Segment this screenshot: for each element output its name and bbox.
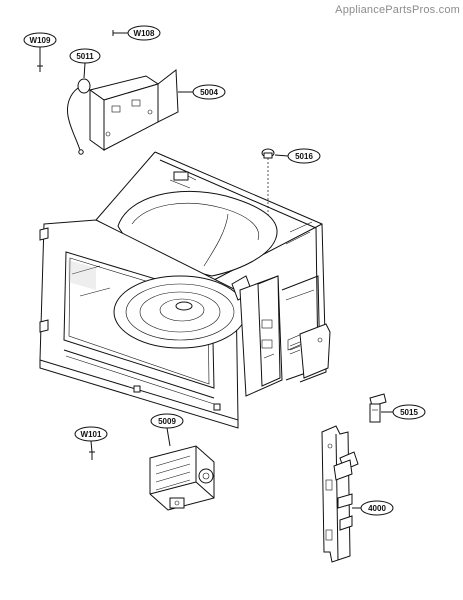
callout-w109[interactable]: W109 <box>23 32 57 66</box>
callout-w108-label: W108 <box>134 29 155 38</box>
thermal-fuse-5011 <box>67 78 91 155</box>
screw-w101 <box>89 451 95 460</box>
screw-w109 <box>37 65 43 72</box>
callout-5004[interactable]: 5004 <box>178 84 226 100</box>
callout-5015-label: 5015 <box>400 408 418 417</box>
switch-5015 <box>369 393 387 423</box>
oven-cavity-assembly <box>39 151 331 429</box>
callout-w101-label: W101 <box>81 430 102 439</box>
sensor-5016 <box>261 148 275 220</box>
bracket-5004 <box>88 69 179 151</box>
callout-5011[interactable]: 5011 <box>69 48 101 79</box>
callout-4000[interactable]: 4000 <box>352 500 394 516</box>
watermark-text: AppliancePartsPros.com <box>335 4 460 16</box>
callout-5009[interactable]: 5009 <box>150 413 184 447</box>
callout-5009-label: 5009 <box>158 417 176 426</box>
callout-5015[interactable]: 5015 <box>381 404 426 420</box>
callout-w108[interactable]: W108 <box>120 25 161 41</box>
screw-w108 <box>112 30 120 36</box>
callout-5004-label: 5004 <box>200 88 218 97</box>
callout-w109-label: W109 <box>30 36 51 45</box>
callout-w101[interactable]: W101 <box>74 426 108 453</box>
callout-5016-label: 5016 <box>295 152 313 161</box>
callout-5016[interactable]: 5016 <box>274 148 321 164</box>
callout-4000-label: 4000 <box>368 504 386 513</box>
latch-board-4000 <box>321 425 359 563</box>
callout-5011-label: 5011 <box>76 52 94 61</box>
magnetron-5009 <box>149 445 215 511</box>
